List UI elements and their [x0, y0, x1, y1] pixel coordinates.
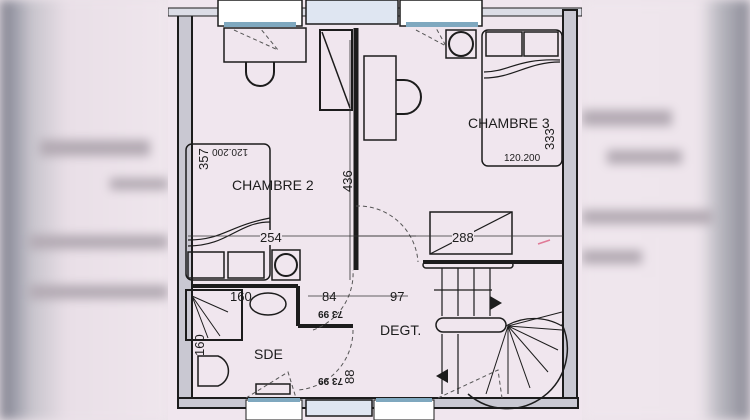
room-label-degt: DEGT.	[380, 322, 422, 338]
door-tag: 73 99	[318, 308, 344, 319]
dimension-middle-height: 436	[340, 170, 355, 192]
dimension-door-88: 88	[342, 369, 357, 384]
dimension-shower: 160	[192, 334, 207, 356]
floor-plan: CHAMBRE 2 CHAMBRE 3 SDE DEGT. 357 120.20…	[168, 0, 582, 420]
dimension-door-84: 84	[322, 289, 337, 304]
blurred-background-left	[0, 0, 168, 420]
blurred-background-right	[582, 0, 750, 420]
bed-size-chambre-2: 120.200	[212, 146, 249, 157]
dimension-chambre3-height: 333	[542, 128, 557, 150]
dimension-right-width: 288	[452, 230, 474, 245]
floor-plan-drawing	[168, 0, 582, 420]
room-label-chambre-3: CHAMBRE 3	[468, 115, 550, 131]
dimension-chambre2-height: 357	[196, 148, 211, 170]
dimension-door-97: 97	[390, 289, 405, 304]
dimension-sde-width: 160	[230, 289, 252, 304]
room-label-chambre-2: CHAMBRE 2	[232, 177, 314, 193]
bed-size-chambre-3: 120.200	[504, 153, 541, 164]
dimension-chambre2-width: 254	[260, 230, 282, 245]
room-label-sde: SDE	[254, 346, 283, 362]
door-tag: 73 99	[318, 375, 344, 386]
